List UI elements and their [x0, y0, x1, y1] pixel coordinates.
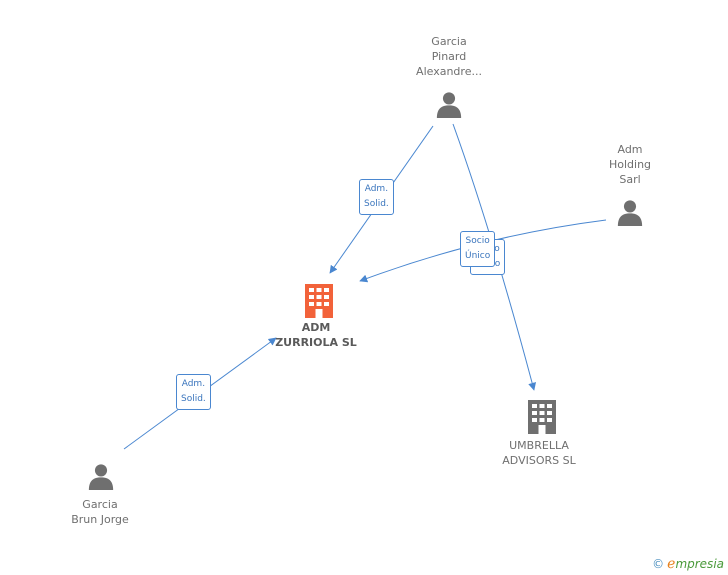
edge-label-brun-adm-solid[interactable]: Adm. Solid. [176, 374, 211, 410]
node-label-garcia-pinard[interactable]: Garcia Pinard Alexandre... [416, 35, 482, 78]
umbrella-building-icon[interactable] [528, 400, 556, 434]
node-label-garcia-brun[interactable]: Garcia Brun Jorge [71, 498, 129, 526]
edge-label-holding-socio-unico[interactable]: Socio Único [460, 231, 496, 267]
edge-label-pinard-adm-solid[interactable]: Adm. Solid. [359, 179, 394, 215]
node-label-adm-zurriola[interactable]: ADM ZURRIOLA SL [275, 321, 357, 349]
brand-logo-text: mpresia [675, 557, 724, 571]
empresia-brand[interactable]: ©ℯmpresia [652, 556, 724, 572]
node-label-adm-holding[interactable]: Adm Holding Sarl [608, 143, 652, 186]
adm-zurriola-building-icon[interactable] [305, 284, 333, 318]
brand-logo-initial: ℯ [667, 556, 676, 572]
garcia-brun-person-icon[interactable] [88, 464, 114, 490]
garcia-pinard-person-icon[interactable] [436, 92, 462, 118]
node-label-umbrella[interactable]: UMBRELLA ADVISORS SL [502, 439, 576, 467]
adm-holding-person-icon[interactable] [617, 200, 643, 226]
copyright-icon: © [652, 557, 665, 571]
